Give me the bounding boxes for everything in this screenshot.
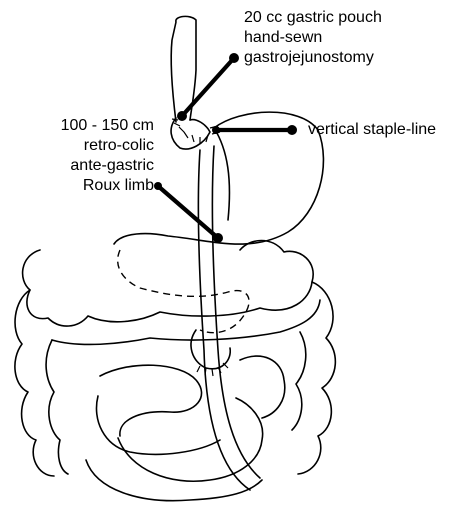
pouch-label-line-1: 20 cc gastric pouch bbox=[244, 8, 382, 28]
roux-limb-label-line-4: Roux limb bbox=[40, 176, 154, 196]
roux-limb-label-line-2: retro-colic bbox=[40, 136, 154, 156]
pouch-leader-dot bbox=[229, 53, 239, 63]
small-bowel-loop-1 bbox=[100, 365, 202, 436]
staple-line-label: vertical staple-line bbox=[308, 120, 436, 140]
staple-leader-end-dot bbox=[212, 126, 220, 134]
small-bowel-loop-2 bbox=[96, 396, 220, 454]
roux-limb-edge bbox=[212, 146, 260, 478]
pouch-label: 20 cc gastric pouch hand-sewn gastrojeju… bbox=[244, 8, 382, 68]
limb-leader-line bbox=[158, 186, 218, 238]
pouch-label-line-3: gastrojejunostomy bbox=[244, 48, 382, 68]
roux-limb-label: 100 - 150 cm retro-colic ante-gastric Ro… bbox=[40, 116, 154, 196]
small-bowel-loop-3 bbox=[118, 398, 263, 481]
transverse-colon-bottom bbox=[52, 300, 320, 344]
roux-limb-label-line-3: ante-gastric bbox=[40, 156, 154, 176]
gastric-pouch bbox=[171, 118, 210, 149]
roux-limb-label-line-1: 100 - 150 cm bbox=[40, 116, 154, 136]
limb-leader-end-dot bbox=[213, 233, 223, 243]
small-bowel-loop-4 bbox=[240, 356, 285, 418]
pouch-leader-end-dot bbox=[177, 111, 187, 121]
ascending-colon-inner bbox=[46, 340, 68, 474]
limb-leader-dot bbox=[154, 182, 162, 190]
transverse-colon bbox=[23, 241, 314, 327]
staple-leader-dot bbox=[287, 125, 297, 135]
pouch-label-line-2: hand-sewn bbox=[244, 28, 382, 48]
pouch-leader-line bbox=[182, 58, 234, 116]
descending-colon-inner bbox=[292, 332, 306, 430]
excluded-stomach-inner bbox=[214, 128, 229, 220]
jejunojejunostomy bbox=[191, 330, 230, 369]
roux-limb bbox=[198, 150, 250, 490]
